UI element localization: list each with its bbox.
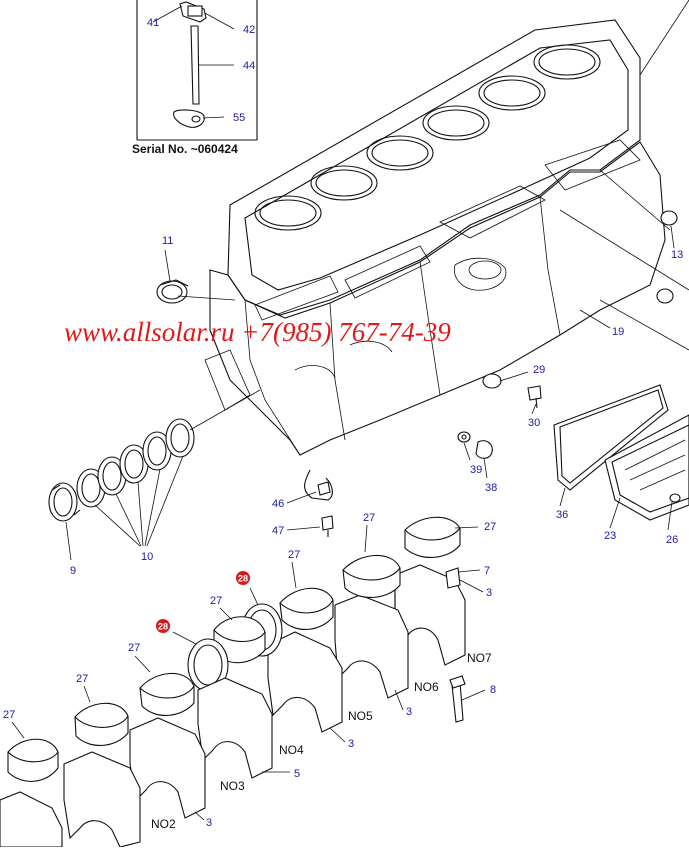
part-callout-47: 47 — [272, 525, 284, 537]
bearing-position-no6: NO6 — [414, 680, 439, 694]
part-callout-44: 44 — [243, 60, 255, 72]
part-callout-27: 27 — [3, 709, 15, 721]
badge-circle-icon — [156, 619, 170, 633]
inset-oil-nozzle — [136, 0, 258, 141]
part-callout-3: 3 — [486, 587, 492, 599]
part-callout-36: 36 — [556, 509, 568, 521]
main-bearing-caps — [0, 516, 486, 848]
cup-plugs — [656, 210, 678, 304]
bearing-position-no2: NO2 — [151, 817, 176, 831]
side-cover-gasket — [553, 384, 689, 531]
camshaft-bushings — [48, 295, 261, 561]
part-callout-27: 27 — [210, 595, 222, 607]
badge-text: 28 — [158, 622, 168, 632]
bearing-position-no3: NO3 — [220, 779, 245, 793]
part-callout-46: 46 — [272, 498, 284, 510]
part-callout-5: 5 — [294, 768, 300, 780]
part-callout-27: 27 — [363, 512, 375, 524]
bearing-position-no7: NO7 — [467, 651, 492, 665]
part-callout-11: 11 — [162, 235, 173, 247]
part-callout-55: 55 — [233, 112, 245, 124]
part-callout-39: 39 — [470, 464, 482, 476]
part-callout-38: 38 — [485, 482, 497, 494]
part-callout-8: 8 — [490, 684, 496, 696]
part-callout-13: 13 — [671, 249, 683, 261]
part-callout-29: 29 — [533, 364, 545, 376]
plug-bolt-parts — [457, 371, 542, 479]
warning-badge-28: 28 — [236, 571, 250, 585]
part-callout-30: 30 — [528, 417, 540, 429]
part-callout-27: 27 — [484, 521, 496, 533]
part-callout-41: 41 — [147, 17, 159, 29]
part-callout-27: 27 — [128, 642, 140, 654]
watermark-text: www.allsolar.ru +7(985) 767-74-39 — [64, 317, 451, 347]
part-callout-27: 27 — [76, 673, 88, 685]
part-callout-3: 3 — [348, 738, 354, 750]
warning-badge-28: 28 — [156, 619, 170, 633]
part-callout-42: 42 — [243, 24, 255, 36]
part-callout-19: 19 — [612, 326, 624, 338]
part-callout-3: 3 — [206, 817, 212, 829]
piston-cooling-jet — [286, 469, 334, 537]
part-callout-9: 9 — [70, 565, 76, 577]
rear-seal — [156, 249, 189, 304]
part-callout-7: 7 — [484, 565, 490, 577]
cylinder-block — [204, 0, 689, 456]
part-callout-3: 3 — [406, 706, 412, 718]
warning-badges: 28 28 — [156, 571, 250, 633]
badge-circle-icon — [236, 571, 250, 585]
serial-number-label: Serial No. ~060424 — [132, 142, 238, 156]
part-callout-26: 26 — [666, 534, 678, 546]
badge-text: 28 — [238, 574, 248, 584]
part-callout-27: 27 — [288, 549, 300, 561]
bearing-position-no4: NO4 — [279, 743, 304, 757]
bearing-position-no5: NO5 — [348, 709, 373, 723]
part-callout-10: 10 — [141, 551, 153, 563]
part-callout-23: 23 — [604, 530, 616, 542]
